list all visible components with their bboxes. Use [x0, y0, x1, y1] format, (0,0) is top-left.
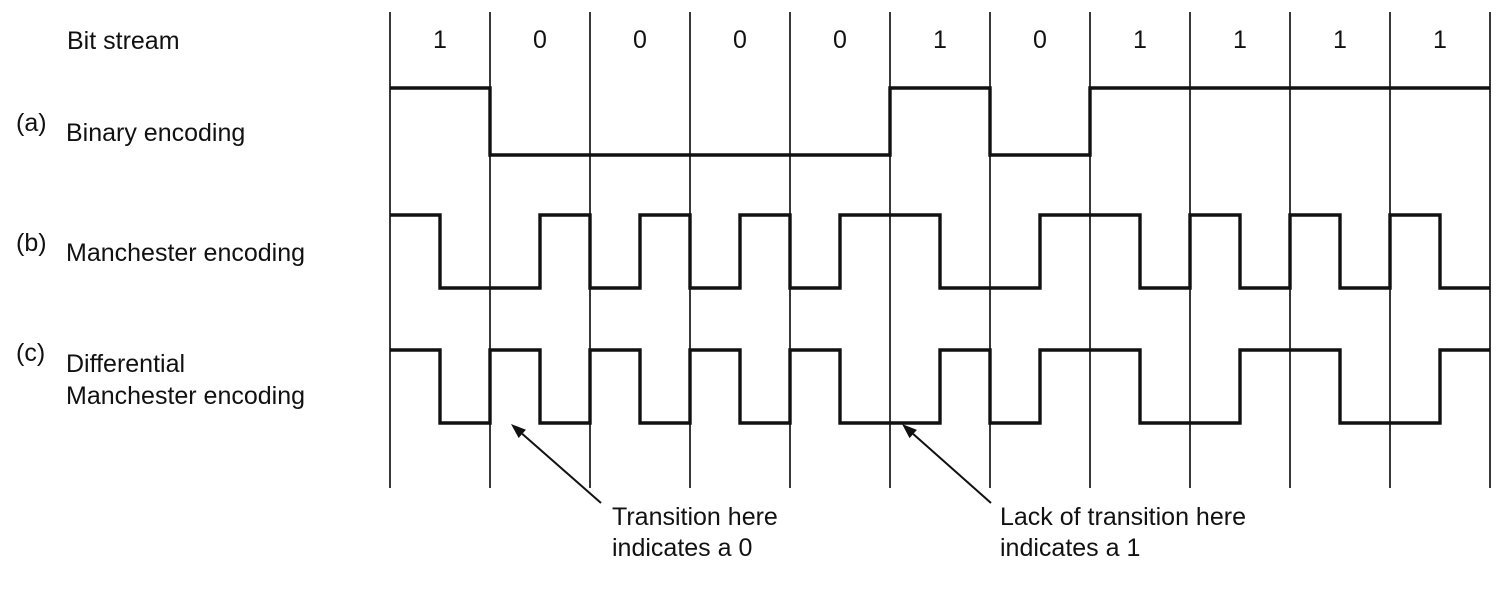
- differential-manchester-encoding-waveform: [390, 348, 1490, 425]
- bit-stream-label: Bit stream: [67, 27, 180, 55]
- annotation-text-line: indicates a 0: [612, 534, 753, 562]
- bit-value: 0: [1033, 26, 1047, 54]
- row-c-tag: (c): [16, 339, 46, 367]
- bit-value: 0: [633, 26, 647, 54]
- binary-encoding-waveform: [390, 86, 1490, 157]
- row-c-label-line1: Differential: [66, 350, 186, 378]
- bit-value: 1: [933, 26, 947, 54]
- bit-value: 1: [1133, 26, 1147, 54]
- bit-value: 1: [1333, 26, 1347, 54]
- annotation-arrowhead-1: [511, 424, 526, 439]
- bit-value: 0: [533, 26, 547, 54]
- annotation-text-line: Transition here: [612, 503, 778, 531]
- manchester-encoding-waveform: [390, 213, 1490, 290]
- row-c-label-line2: Manchester encoding: [66, 382, 306, 410]
- bit-value: 1: [433, 26, 447, 54]
- annotation-no-transition-indicates-one: Lack of transition here indicates a 1: [1000, 502, 1246, 564]
- annotation-text-line: Lack of transition here: [1000, 503, 1246, 531]
- annotation-arrow-2: [912, 433, 992, 504]
- bit-stream-values: 1 0 0 0 0 1 0 1 1 1 1: [0, 0, 1500, 70]
- annotation-arrow-1: [521, 433, 602, 504]
- annotation-arrowhead-2: [902, 424, 917, 439]
- row-a-tag: (a): [16, 109, 47, 137]
- bit-value: 1: [1433, 26, 1447, 54]
- annotation-transition-indicates-zero: Transition here indicates a 0: [612, 502, 778, 564]
- annotation-text-line: indicates a 1: [1000, 534, 1141, 562]
- bit-value: 0: [733, 26, 747, 54]
- bit-value: 0: [833, 26, 847, 54]
- row-a-label: Binary encoding: [66, 119, 246, 147]
- row-b-label: Manchester encoding: [66, 239, 306, 267]
- bit-value: 1: [1233, 26, 1247, 54]
- row-b-tag: (b): [16, 229, 47, 257]
